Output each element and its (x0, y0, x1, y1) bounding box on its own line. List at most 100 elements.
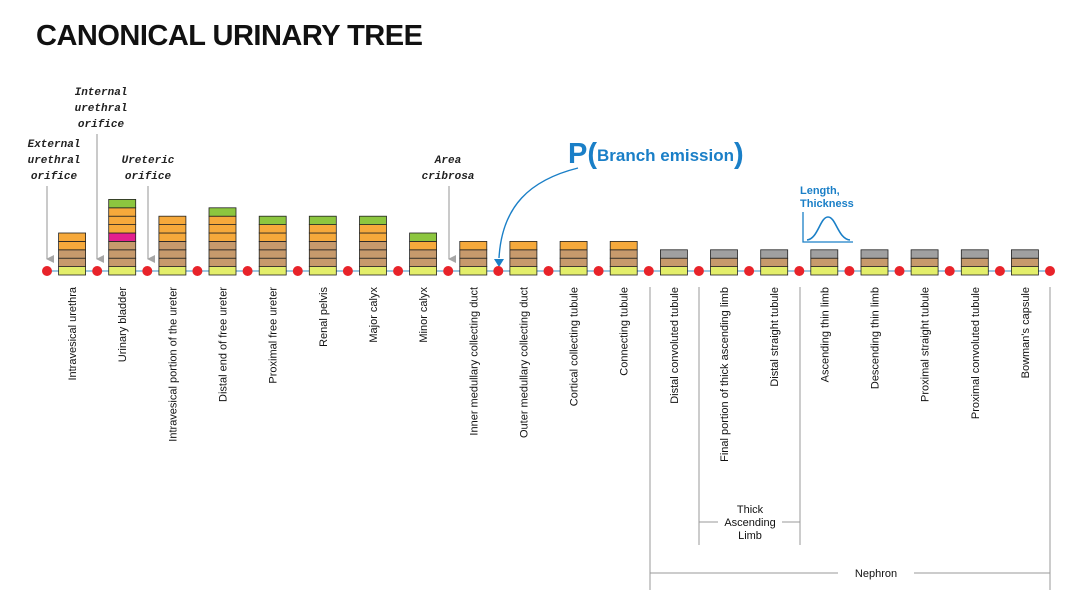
ureteric-line-1: Ureteric (122, 155, 175, 167)
junction-node (994, 266, 1005, 276)
layer-brown (710, 257, 738, 268)
layer-green (359, 215, 387, 225)
segment-stack-intravesical-portion-of-the-ureter (158, 215, 187, 276)
segment-label-bowman-s-capsule: Bowman's capsule (1020, 287, 1032, 378)
segment-stack-minor-calyx (409, 232, 438, 276)
segment-label-connecting-tubule: Connecting tubule (619, 287, 631, 376)
segment-stack-distal-convoluted-tubule (660, 249, 688, 276)
segment-stack-inner-medullary-collecting-duct (459, 240, 488, 276)
layer-green (108, 198, 137, 209)
length-thickness-label: Length, Thickness (800, 185, 854, 210)
junction-node (794, 266, 805, 276)
ureteric-orifice-label: Ureteric orifice (122, 155, 175, 183)
layer-gray (710, 249, 738, 259)
distribution-curve-icon (802, 212, 853, 243)
layer-yellow (559, 266, 588, 276)
segment-label-ascending-thin-limb: Ascending thin limb (819, 287, 831, 382)
layer-brown (860, 257, 889, 268)
layer-green (208, 207, 237, 217)
segment-stack-final-portion-of-thick-ascending-limb (710, 249, 738, 276)
branch-emission-arrowhead (494, 259, 504, 267)
internal-line-1: Internal (75, 87, 128, 99)
layer-orange (108, 207, 137, 217)
layer-brown (208, 240, 237, 251)
layer-brown (910, 257, 939, 268)
layer-orange (158, 215, 187, 225)
junction-node (192, 266, 203, 276)
segment-stack-cortical-collecting-tubule (559, 240, 588, 276)
layer-gray (910, 249, 939, 259)
layer-gray (960, 249, 989, 259)
junction-node (242, 266, 253, 276)
segment-label-inner-medullary-collecting-duct: Inner medullary collecting duct (468, 287, 480, 436)
layer-brown (158, 257, 187, 268)
segment-stack-distal-straight-tubule (760, 249, 789, 276)
segment-stack-distal-end-of-free-ureter (208, 207, 237, 276)
thickness-label: Thickness (800, 198, 854, 210)
segment-stack-major-calyx (359, 215, 387, 276)
layer-yellow (108, 266, 137, 276)
layer-brown (810, 257, 839, 268)
segment-label-distal-straight-tubule: Distal straight tubule (769, 287, 781, 387)
layer-yellow (960, 266, 989, 276)
layer-brown (1011, 257, 1039, 268)
layer-yellow (609, 266, 638, 276)
layer-brown (760, 257, 789, 268)
area-cribrosa-label: Area cribrosa (422, 155, 475, 183)
junction-node (894, 266, 905, 276)
layer-brown (308, 240, 337, 251)
tal-line-3: Limb (738, 530, 762, 542)
svg-text:P(Branch emission): P(Branch emission) (568, 138, 744, 170)
layer-brown (509, 257, 538, 268)
segment-stack-ascending-thin-limb (810, 249, 839, 276)
segment-label-descending-thin-limb: Descending thin limb (870, 287, 882, 389)
layer-green (308, 215, 337, 225)
junction-node (393, 266, 404, 276)
layer-brown (58, 249, 86, 259)
layer-brown (559, 257, 588, 268)
branch-emission-p: P( (568, 138, 597, 170)
layer-brown (308, 257, 337, 268)
layer-yellow (459, 266, 488, 276)
layer-orange (58, 232, 86, 242)
junction-node (744, 266, 755, 276)
layer-brown (359, 257, 387, 268)
internal-urethral-orifice-label: Internal urethral orifice (75, 87, 128, 131)
layer-yellow (359, 266, 387, 276)
layer-brown (208, 257, 237, 268)
branch-emission-text: Branch emission (597, 146, 734, 165)
layer-brown (208, 249, 237, 259)
layer-orange (208, 232, 237, 242)
segment-label-distal-end-of-free-ureter: Distal end of free ureter (218, 287, 230, 402)
page-title: CANONICAL URINARY TREE (36, 20, 423, 52)
nephron-bracket: Nephron (649, 287, 1051, 590)
layer-brown (459, 257, 488, 268)
branch-emission-arrow (498, 167, 579, 259)
layer-orange (609, 240, 638, 251)
layer-orange (359, 232, 387, 242)
junction-node (844, 266, 855, 276)
layer-yellow (208, 266, 237, 276)
junction-node (543, 266, 554, 276)
layer-brown (58, 257, 86, 268)
segment-label-minor-calyx: Minor calyx (418, 287, 430, 343)
layer-orange (158, 232, 187, 242)
layer-yellow (810, 266, 839, 276)
layer-brown (158, 240, 187, 251)
segment-label-intravesical-urethra: Intravesical urethra (67, 286, 79, 380)
internal-line-3: orifice (78, 119, 125, 131)
cribrosa-line-1: Area (434, 155, 461, 167)
layer-orange (58, 240, 86, 251)
layer-orange (409, 240, 438, 251)
junction-node (292, 266, 303, 276)
layer-gray (810, 249, 839, 259)
segment-stack-descending-thin-limb (860, 249, 889, 276)
layer-orange (308, 224, 337, 234)
external-line-1: External (28, 139, 81, 151)
layer-brown (108, 240, 137, 251)
layer-orange (459, 240, 488, 251)
layer-brown (108, 249, 137, 259)
segment-stack-proximal-convoluted-tubule (960, 249, 989, 276)
external-urethral-orifice-label: External urethral orifice (28, 139, 81, 183)
